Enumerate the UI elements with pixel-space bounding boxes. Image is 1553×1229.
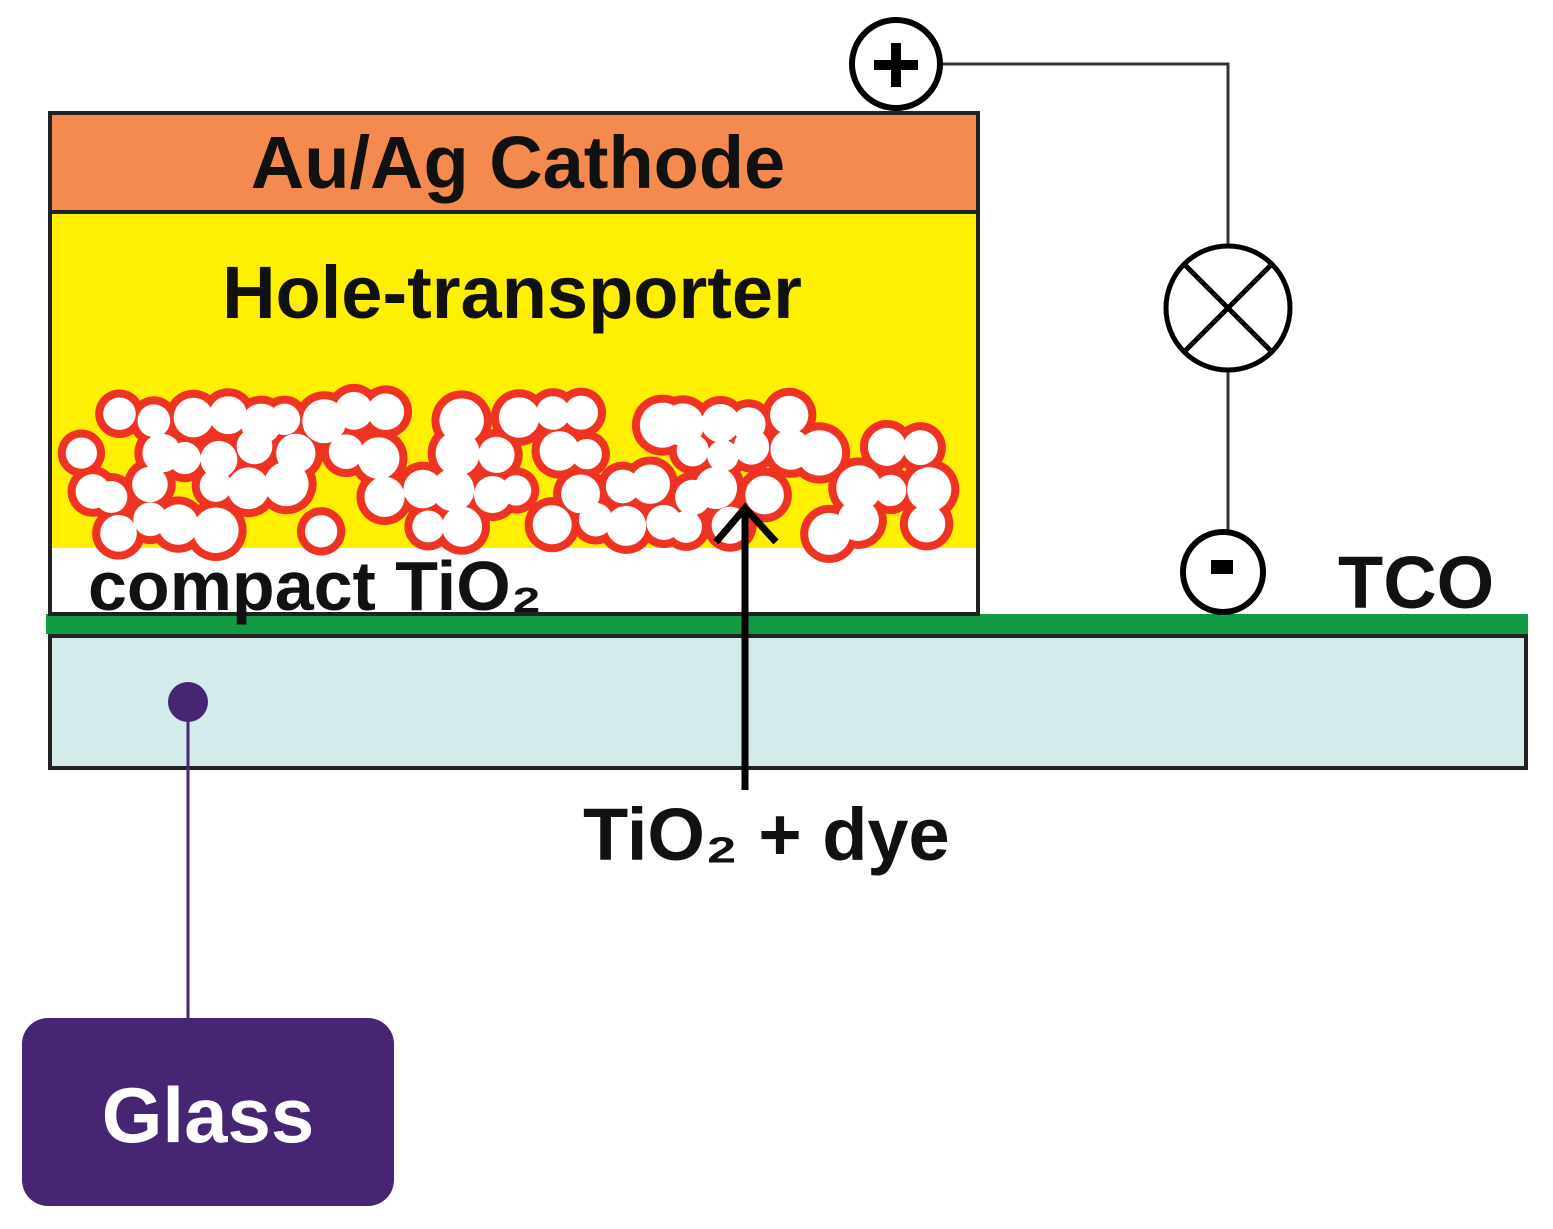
particle xyxy=(561,474,601,514)
particle xyxy=(264,461,309,507)
particle xyxy=(605,469,640,504)
particle xyxy=(630,464,670,504)
tio2-dye-particles xyxy=(57,383,960,563)
particle xyxy=(364,476,405,517)
particle xyxy=(606,505,647,546)
glass-callout-dot xyxy=(168,682,208,722)
particle xyxy=(701,403,740,443)
particle xyxy=(168,442,201,475)
particle xyxy=(199,469,232,502)
particle xyxy=(578,502,613,537)
particle xyxy=(498,397,540,438)
particle xyxy=(227,467,270,510)
particle xyxy=(676,434,709,467)
particle xyxy=(564,395,599,430)
particle xyxy=(796,430,843,476)
cathode-label: Au/Ag Cathode xyxy=(251,121,785,204)
particle xyxy=(695,467,738,510)
glass-layer xyxy=(48,634,1528,770)
particle xyxy=(305,515,338,548)
particle xyxy=(103,397,136,431)
particle xyxy=(837,499,879,541)
particle xyxy=(539,431,580,471)
particle xyxy=(902,430,938,466)
particle xyxy=(100,514,137,552)
particle xyxy=(95,481,128,513)
minus-terminal-icon xyxy=(1180,529,1266,615)
particle xyxy=(403,469,443,509)
lamp-cross-icon xyxy=(1163,243,1293,373)
particle xyxy=(137,404,171,438)
particle xyxy=(907,504,946,543)
particle xyxy=(745,475,784,515)
particle xyxy=(431,468,475,512)
glass-label: Glass xyxy=(102,1071,314,1159)
compact-tio2-label: compact TiO₂ xyxy=(88,547,542,625)
particle xyxy=(707,440,739,472)
particle xyxy=(158,504,199,545)
particle xyxy=(571,438,602,470)
particle xyxy=(334,391,373,430)
tco-label: TCO xyxy=(1338,541,1494,624)
particle xyxy=(478,436,515,474)
particle xyxy=(733,429,770,465)
particle xyxy=(412,510,445,543)
particle xyxy=(670,510,703,543)
hole-transporter-label: Hole-transporter xyxy=(222,251,802,334)
particle xyxy=(173,397,214,438)
particle xyxy=(236,428,273,465)
particle xyxy=(500,475,532,506)
circuit-wire-top xyxy=(940,62,1230,248)
glass-callout-box xyxy=(22,1018,394,1206)
particle xyxy=(874,474,907,507)
particle xyxy=(132,466,168,503)
plus-terminal-icon xyxy=(849,17,943,111)
particle xyxy=(65,437,98,469)
particle xyxy=(473,475,512,514)
particle xyxy=(268,403,301,436)
tco-layer xyxy=(46,614,1528,634)
particle xyxy=(770,395,809,435)
particle xyxy=(193,507,239,554)
particle xyxy=(536,396,570,430)
particle xyxy=(907,467,952,512)
tio2-dye-arrow xyxy=(713,502,779,790)
particle xyxy=(441,506,483,547)
cathode-layer xyxy=(50,113,978,212)
particle xyxy=(532,505,572,545)
particle xyxy=(200,440,238,478)
particle xyxy=(836,465,882,511)
particle xyxy=(439,398,484,443)
device-outline xyxy=(48,111,980,616)
particle xyxy=(367,393,405,431)
particle xyxy=(867,427,906,466)
particle xyxy=(209,396,248,435)
particle xyxy=(328,434,364,470)
tio2-dye-label: TiO₂ + dye xyxy=(583,793,950,876)
particle xyxy=(435,431,480,476)
particle xyxy=(357,437,400,480)
